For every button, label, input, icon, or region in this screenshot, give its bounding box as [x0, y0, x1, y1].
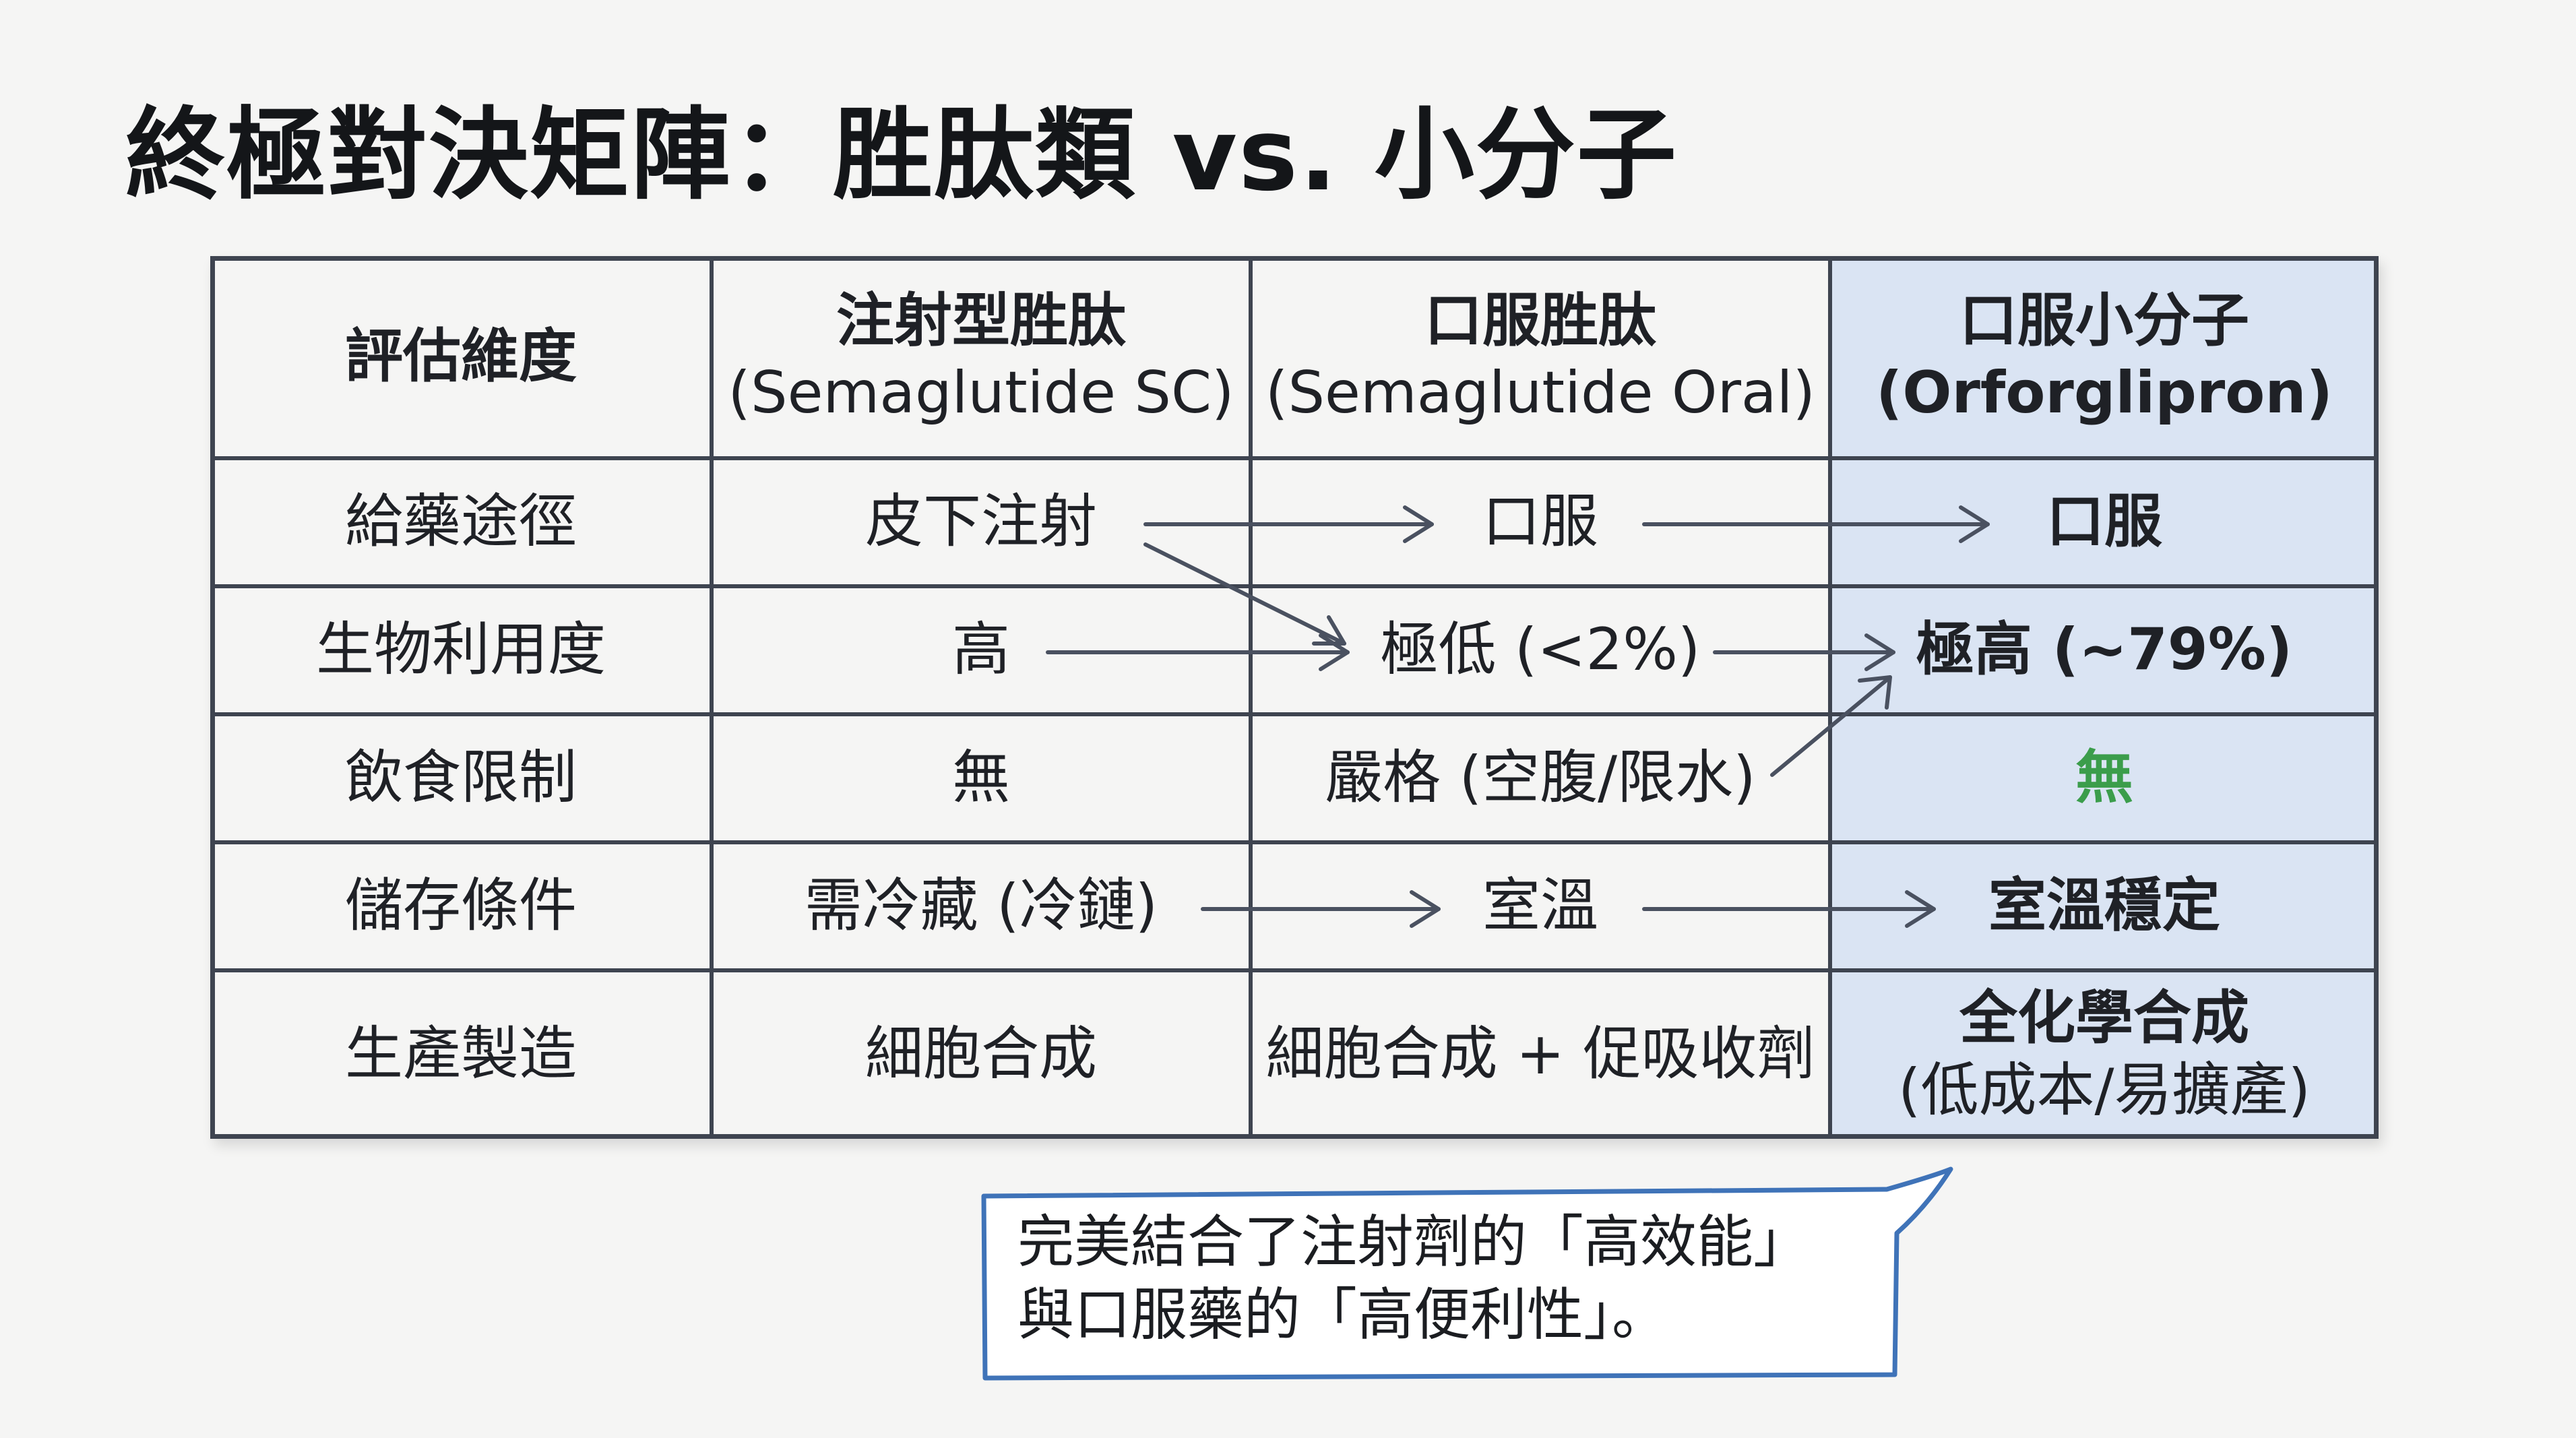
header-injectable-drug: (Semaglutide SC) [728, 359, 1234, 427]
header-oral-small-title: 口服小分子 [1959, 286, 2249, 354]
highlighted-column [1830, 256, 2379, 1139]
row-manufacturing-oral-peptide-text: 細胞合成 + 促吸收劑 [1265, 1020, 1815, 1088]
row-diet-oral-peptide-text: 嚴格 (空腹/限水) [1325, 744, 1756, 812]
row-route-oral-peptide: 口服 [1251, 458, 1830, 586]
row-bioavailability-injectable-text: 高 [952, 616, 1010, 684]
table-frame [210, 256, 2379, 1139]
row-route-injectable: 皮下注射 [712, 458, 1251, 586]
row-storage-oral-peptide: 室溫 [1251, 842, 1830, 970]
row-manufacturing-oral-small-note: (低成本/易擴產) [1897, 1057, 2311, 1124]
row-diet-injectable-text: 無 [952, 744, 1010, 812]
grid-divider [210, 456, 2379, 460]
slide-title: 終極對決矩陣：胜肽類 vs. 小分子 [125, 97, 1678, 213]
grid-divider [210, 968, 2379, 972]
row-diet-oral-small-text: 無 [2075, 744, 2133, 812]
row-bioavailability-oral-peptide-text: 極低 (<2%) [1380, 616, 1701, 684]
callout-line-2: 與口服藥的「高便利性」。 [1017, 1281, 1669, 1348]
grid-divider [710, 256, 714, 1139]
row-diet-injectable: 無 [712, 714, 1251, 842]
row-route-dimension-text: 給藥途徑 [345, 488, 577, 556]
row-diet-oral-peptide: 嚴格 (空腹/限水) [1251, 714, 1830, 842]
row-storage-oral-peptide-text: 室溫 [1482, 872, 1598, 940]
row-manufacturing-dimension-text: 生產製造 [345, 1020, 577, 1088]
row-route-dimension: 給藥途徑 [210, 458, 712, 586]
row-bioavailability-dimension: 生物利用度 [210, 586, 712, 714]
row-route-injectable-text: 皮下注射 [865, 488, 1097, 556]
row-bioavailability-injectable: 高 [712, 586, 1251, 714]
header-injectable-title: 注射型胜肽 [836, 286, 1126, 354]
row-manufacturing-oral-small-text: 全化學合成 [1959, 984, 2249, 1052]
grid-divider [1249, 256, 1253, 1139]
row-bioavailability-oral-small-text: 極高 (~79%) [1916, 616, 2293, 684]
row-diet-oral-small: 無 [1830, 714, 2379, 842]
row-route-oral-small: 口服 [1830, 458, 2379, 586]
row-bioavailability-oral-peptide: 極低 (<2%) [1251, 586, 1830, 714]
row-storage-dimension: 儲存條件 [210, 842, 712, 970]
row-route-oral-peptide-text: 口服 [1482, 488, 1598, 556]
row-manufacturing-injectable-text: 細胞合成 [865, 1020, 1097, 1088]
header-oral-peptide-drug: (Semaglutide Oral) [1265, 359, 1816, 427]
row-diet-dimension: 飲食限制 [210, 714, 712, 842]
row-diet-dimension-text: 飲食限制 [345, 744, 577, 812]
header-oral-peptide-title: 口服胜肽 [1424, 286, 1656, 354]
row-storage-injectable: 需冷藏 (冷鏈) [712, 842, 1251, 970]
row-storage-dimension-text: 儲存條件 [345, 872, 577, 940]
callout-line-1: 完美結合了注射劑的「高效能」 [1017, 1209, 1811, 1275]
grid-divider [210, 840, 2379, 844]
row-storage-oral-small-text: 室溫穩定 [1988, 872, 2220, 940]
row-manufacturing-dimension: 生產製造 [210, 970, 712, 1139]
row-bioavailability-dimension-text: 生物利用度 [316, 616, 606, 684]
row-manufacturing-injectable: 細胞合成 [712, 970, 1251, 1139]
row-manufacturing-oral-small: 全化學合成 (低成本/易擴產) [1830, 970, 2379, 1139]
header-injectable-peptide: 注射型胜肽 (Semaglutide SC) [712, 256, 1251, 458]
row-manufacturing-oral-peptide: 細胞合成 + 促吸收劑 [1251, 970, 1830, 1139]
grid-divider [210, 712, 2379, 716]
row-storage-injectable-text: 需冷藏 (冷鏈) [804, 872, 1158, 940]
header-dimension: 評估維度 [210, 256, 712, 458]
callout-text: 完美結合了注射劑的「高效能」 與口服藥的「高便利性」。 [1017, 1206, 1866, 1351]
header-oral-small-drug: (Orforglipron) [1876, 359, 2333, 427]
row-route-oral-small-text: 口服 [2046, 488, 2162, 556]
comparison-matrix: 評估維度 注射型胜肽 (Semaglutide SC) 口服胜肽 (Semagl… [210, 256, 2379, 1139]
row-storage-oral-small: 室溫穩定 [1830, 842, 2379, 970]
row-bioavailability-oral-small: 極高 (~79%) [1830, 586, 2379, 714]
header-oral-small-molecule: 口服小分子 (Orforglipron) [1830, 256, 2379, 458]
header-oral-peptide: 口服胜肽 (Semaglutide Oral) [1251, 256, 1830, 458]
header-dimension-label: 評估維度 [345, 323, 577, 391]
